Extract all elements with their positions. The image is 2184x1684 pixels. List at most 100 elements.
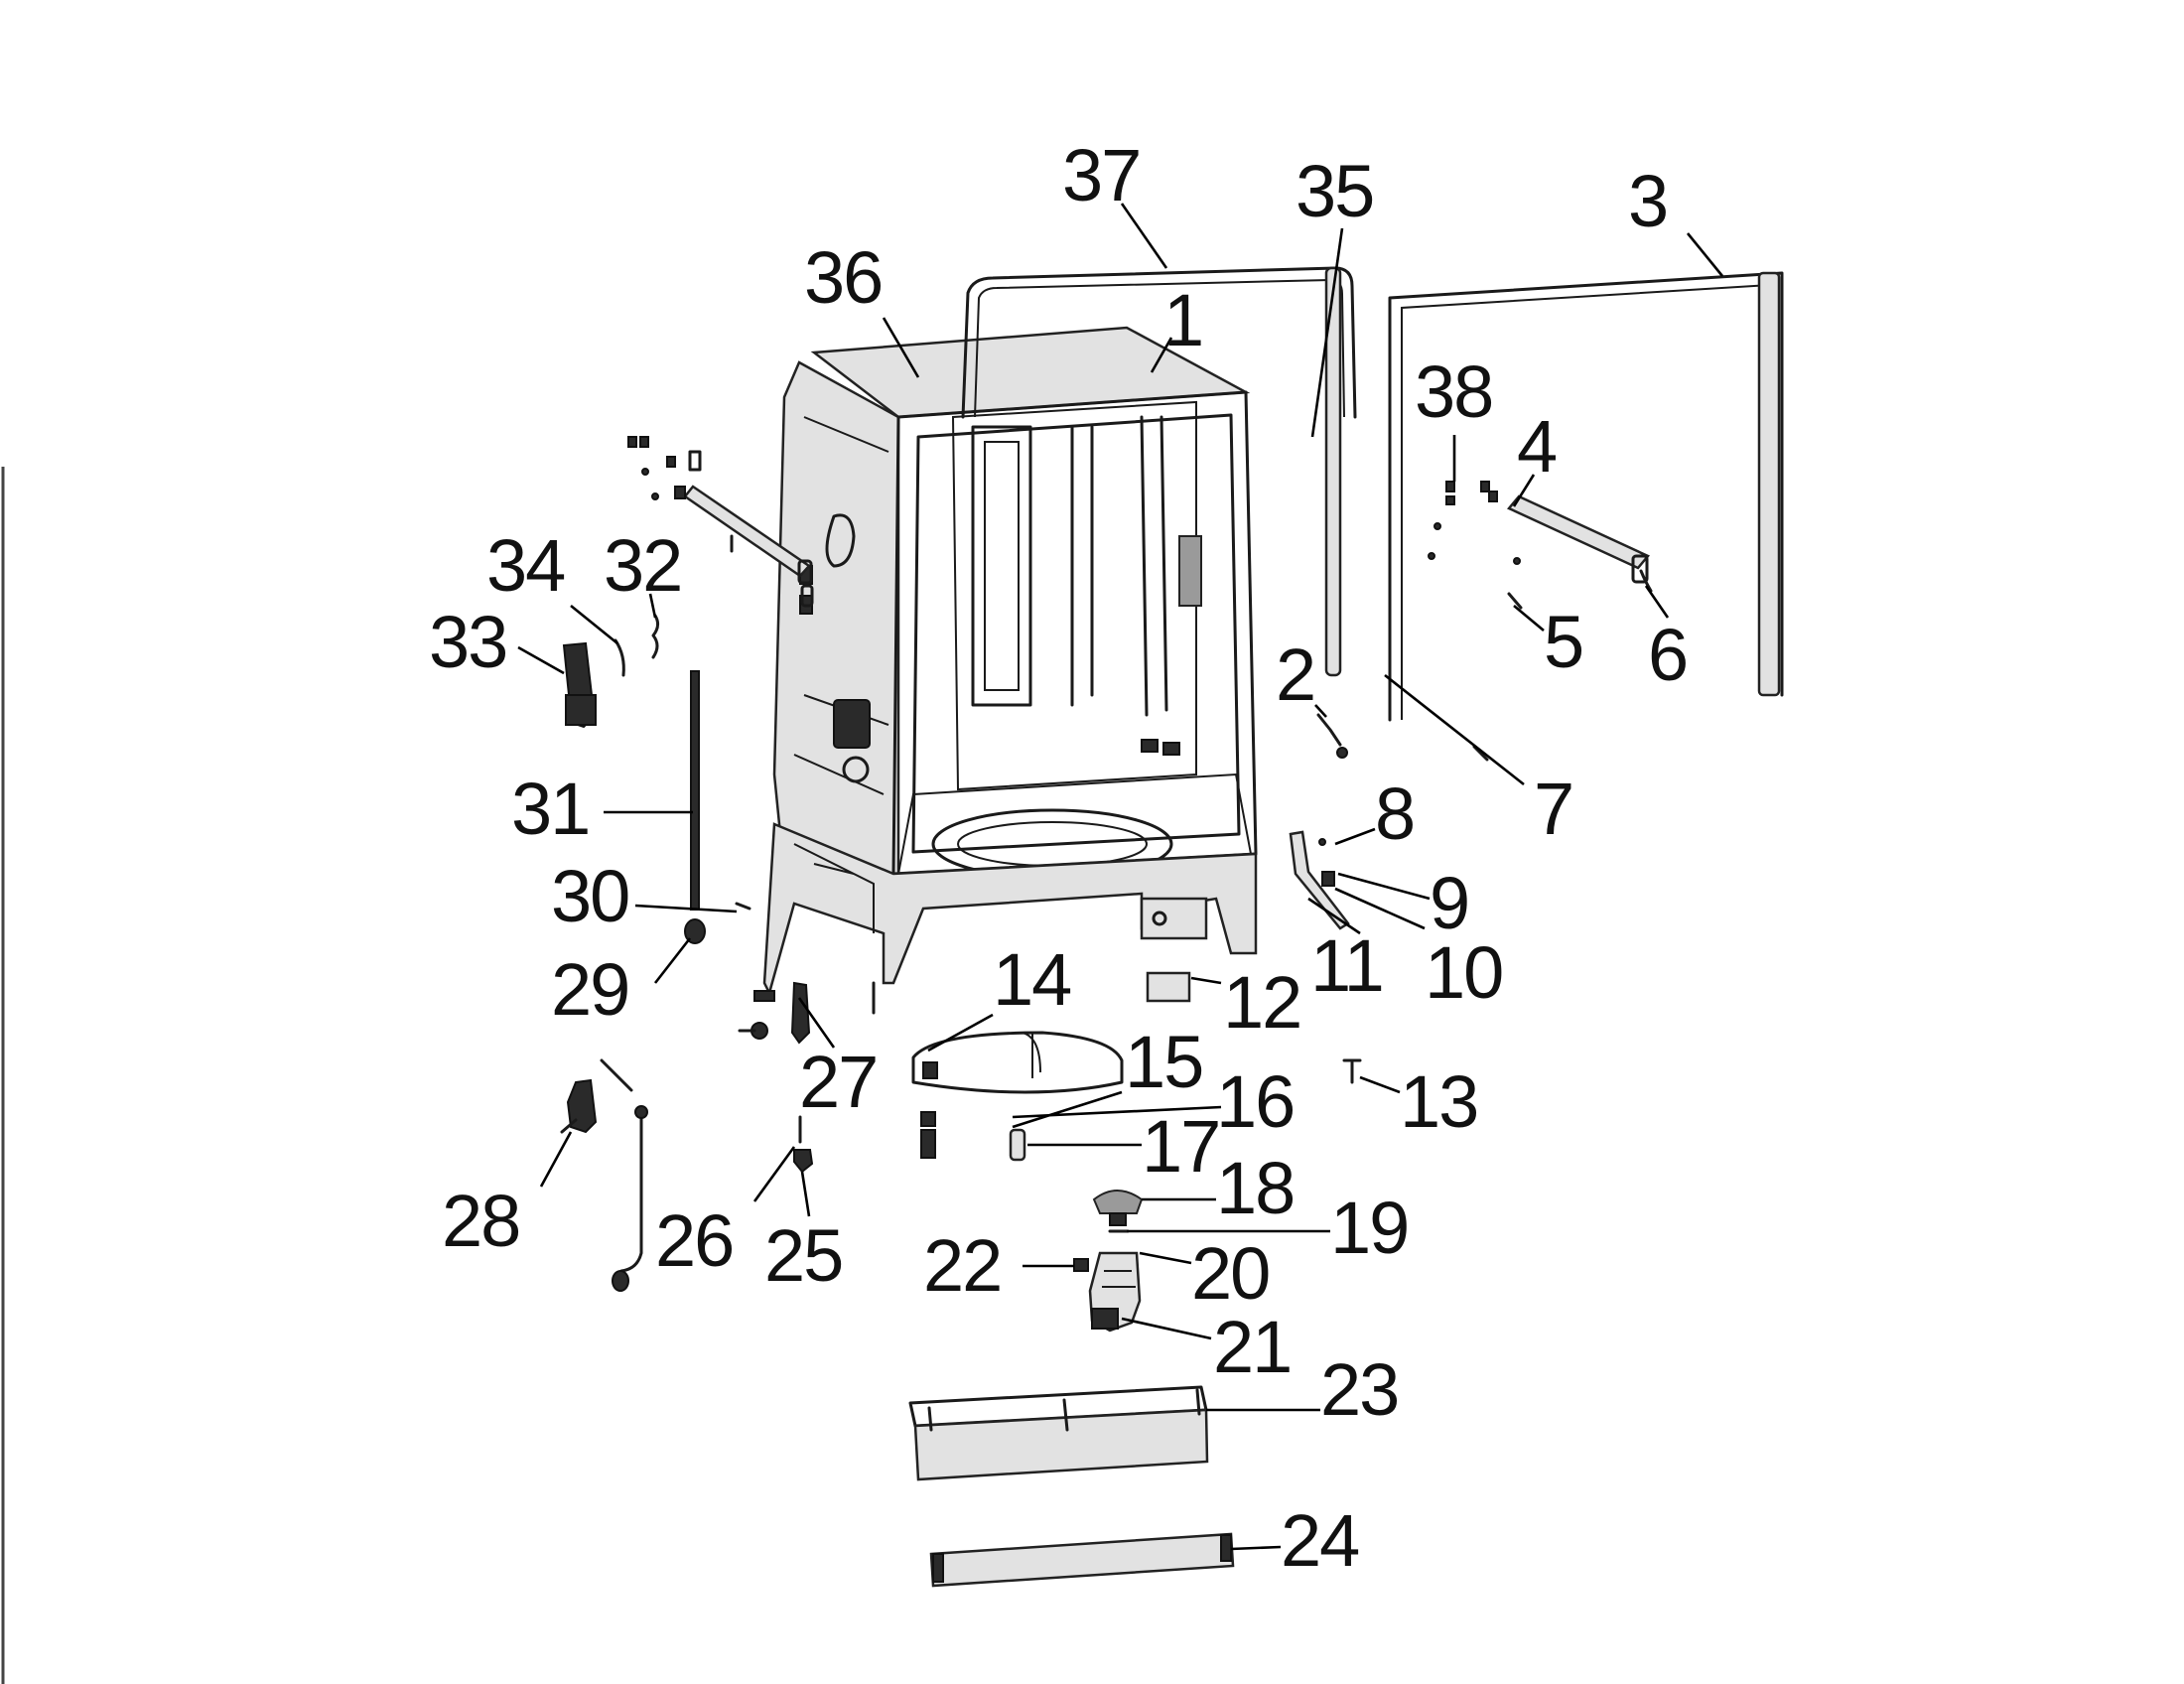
callout-24: 24	[1281, 1499, 1358, 1582]
tub-base-inner	[793, 843, 875, 933]
spray-nozzle-17	[1009, 1128, 1026, 1162]
rail-screw-a	[1445, 481, 1455, 492]
spray-tube-b	[920, 1129, 936, 1159]
door-seal-right-edge	[1757, 271, 1781, 697]
leader-14	[927, 1013, 994, 1052]
drain-hose-wire-7	[1472, 745, 1489, 762]
leader-2	[1314, 704, 1327, 718]
filter-tray-divider-b	[1062, 1398, 1069, 1432]
leader-6	[1644, 585, 1670, 619]
callout-30: 30	[551, 855, 628, 937]
leader-15	[1012, 1090, 1123, 1129]
side-trim-pin	[735, 902, 751, 911]
callout-38: 38	[1415, 351, 1492, 433]
leader-29	[653, 937, 692, 984]
access-plate	[1146, 971, 1191, 1003]
small-clip-25	[793, 1149, 814, 1174]
right-side-parts	[1289, 713, 1489, 930]
rail-pin-b	[1428, 552, 1435, 560]
door-seal-frame	[1388, 271, 1784, 722]
callout-5: 5	[1544, 601, 1582, 683]
callout-34: 34	[486, 524, 564, 607]
leader-35	[1310, 227, 1344, 438]
drain-hose-clip-2	[1316, 713, 1342, 747]
door-cable-top	[600, 1058, 633, 1092]
lower-left-parts	[560, 981, 814, 1292]
spray-tube-a	[920, 1111, 936, 1127]
filter-tray	[908, 1385, 1209, 1481]
leader-12	[1190, 976, 1222, 985]
pump-impeller-hub	[1109, 1212, 1127, 1226]
tub-side-rail-left	[1070, 425, 1094, 707]
leader-28	[539, 1131, 573, 1188]
top-gasket	[961, 266, 1357, 419]
top-gasket-inner	[974, 278, 1345, 418]
left-rail-screw-c	[666, 456, 676, 468]
hinge-bracket-base	[565, 694, 597, 726]
leader-3	[1686, 232, 1724, 277]
left-rail-screw-d	[674, 486, 686, 499]
door-cable	[619, 1112, 643, 1273]
rail-screw-c	[1480, 481, 1490, 492]
callout-27: 27	[799, 1041, 877, 1123]
callout-23: 23	[1320, 1348, 1398, 1431]
rail-bolt	[1507, 592, 1523, 610]
callout-6: 6	[1648, 614, 1687, 696]
lower-spray-arm-hub	[922, 1061, 938, 1079]
spray-assembly	[911, 1031, 1124, 1162]
callout-25: 25	[764, 1214, 842, 1297]
callout-19: 19	[1330, 1187, 1408, 1269]
tub-vent-left-inner	[984, 441, 1020, 691]
leader-9	[1337, 872, 1431, 901]
callout-26: 26	[655, 1199, 733, 1282]
lower-spray-arm	[911, 1031, 1124, 1094]
left-rail-clip	[688, 450, 702, 472]
kickplate	[929, 1532, 1235, 1588]
callout-10: 10	[1425, 931, 1502, 1014]
drain-hose-bead-2	[1336, 747, 1348, 759]
floor-screw	[1342, 1058, 1362, 1084]
leader-25	[800, 1171, 811, 1217]
tub-back-wall	[951, 400, 1197, 791]
kickplate-body	[929, 1532, 1235, 1588]
left-rail-screw-b	[639, 436, 649, 448]
side-grommet	[684, 918, 706, 944]
pump-base-21	[1091, 1308, 1119, 1330]
leader-10	[1334, 887, 1426, 930]
leader-20	[1139, 1251, 1192, 1265]
tub-front-frame	[891, 390, 1258, 876]
callout-31: 31	[511, 768, 589, 850]
drain-bracket-11	[1289, 830, 1350, 930]
side-gasket	[1324, 266, 1342, 677]
filter-tray-divider-a	[927, 1406, 933, 1432]
right-rail-clip	[1639, 569, 1653, 593]
callout-8: 8	[1375, 772, 1414, 855]
callout-numbers: 37 35 3 36 1 38 4 5 6 2 7 8 9 10 11 12 1…	[429, 134, 1689, 1582]
pump-outlet-22	[1073, 1258, 1089, 1272]
left-rack-rail-assembly	[627, 436, 814, 608]
hinge-pin	[651, 614, 660, 659]
callout-7: 7	[1534, 768, 1572, 850]
lower-spray-arm-inner	[1022, 1032, 1041, 1073]
callout-3: 3	[1628, 160, 1667, 242]
pump-assembly	[1073, 1190, 1144, 1333]
callout-36: 36	[804, 236, 882, 319]
leader-lines	[517, 203, 1724, 1551]
callout-17: 17	[1142, 1105, 1219, 1188]
left-rack-rail	[683, 485, 811, 578]
side-trim-strip	[690, 670, 700, 911]
filter-tray-body	[913, 1408, 1209, 1481]
tub-left-wall	[772, 360, 900, 896]
rail-screw-b	[1445, 495, 1455, 505]
tub-vent-left	[971, 425, 1032, 707]
door-switch-tab-a	[753, 990, 775, 1002]
callout-14: 14	[993, 938, 1070, 1021]
kickplate-end-right	[1220, 1534, 1232, 1562]
leader-8	[1334, 827, 1376, 846]
leader-4	[1512, 474, 1536, 507]
callout-35: 35	[1296, 150, 1373, 232]
parts	[560, 266, 1784, 1588]
leader-7	[1384, 673, 1525, 786]
leader-1	[1150, 337, 1173, 373]
